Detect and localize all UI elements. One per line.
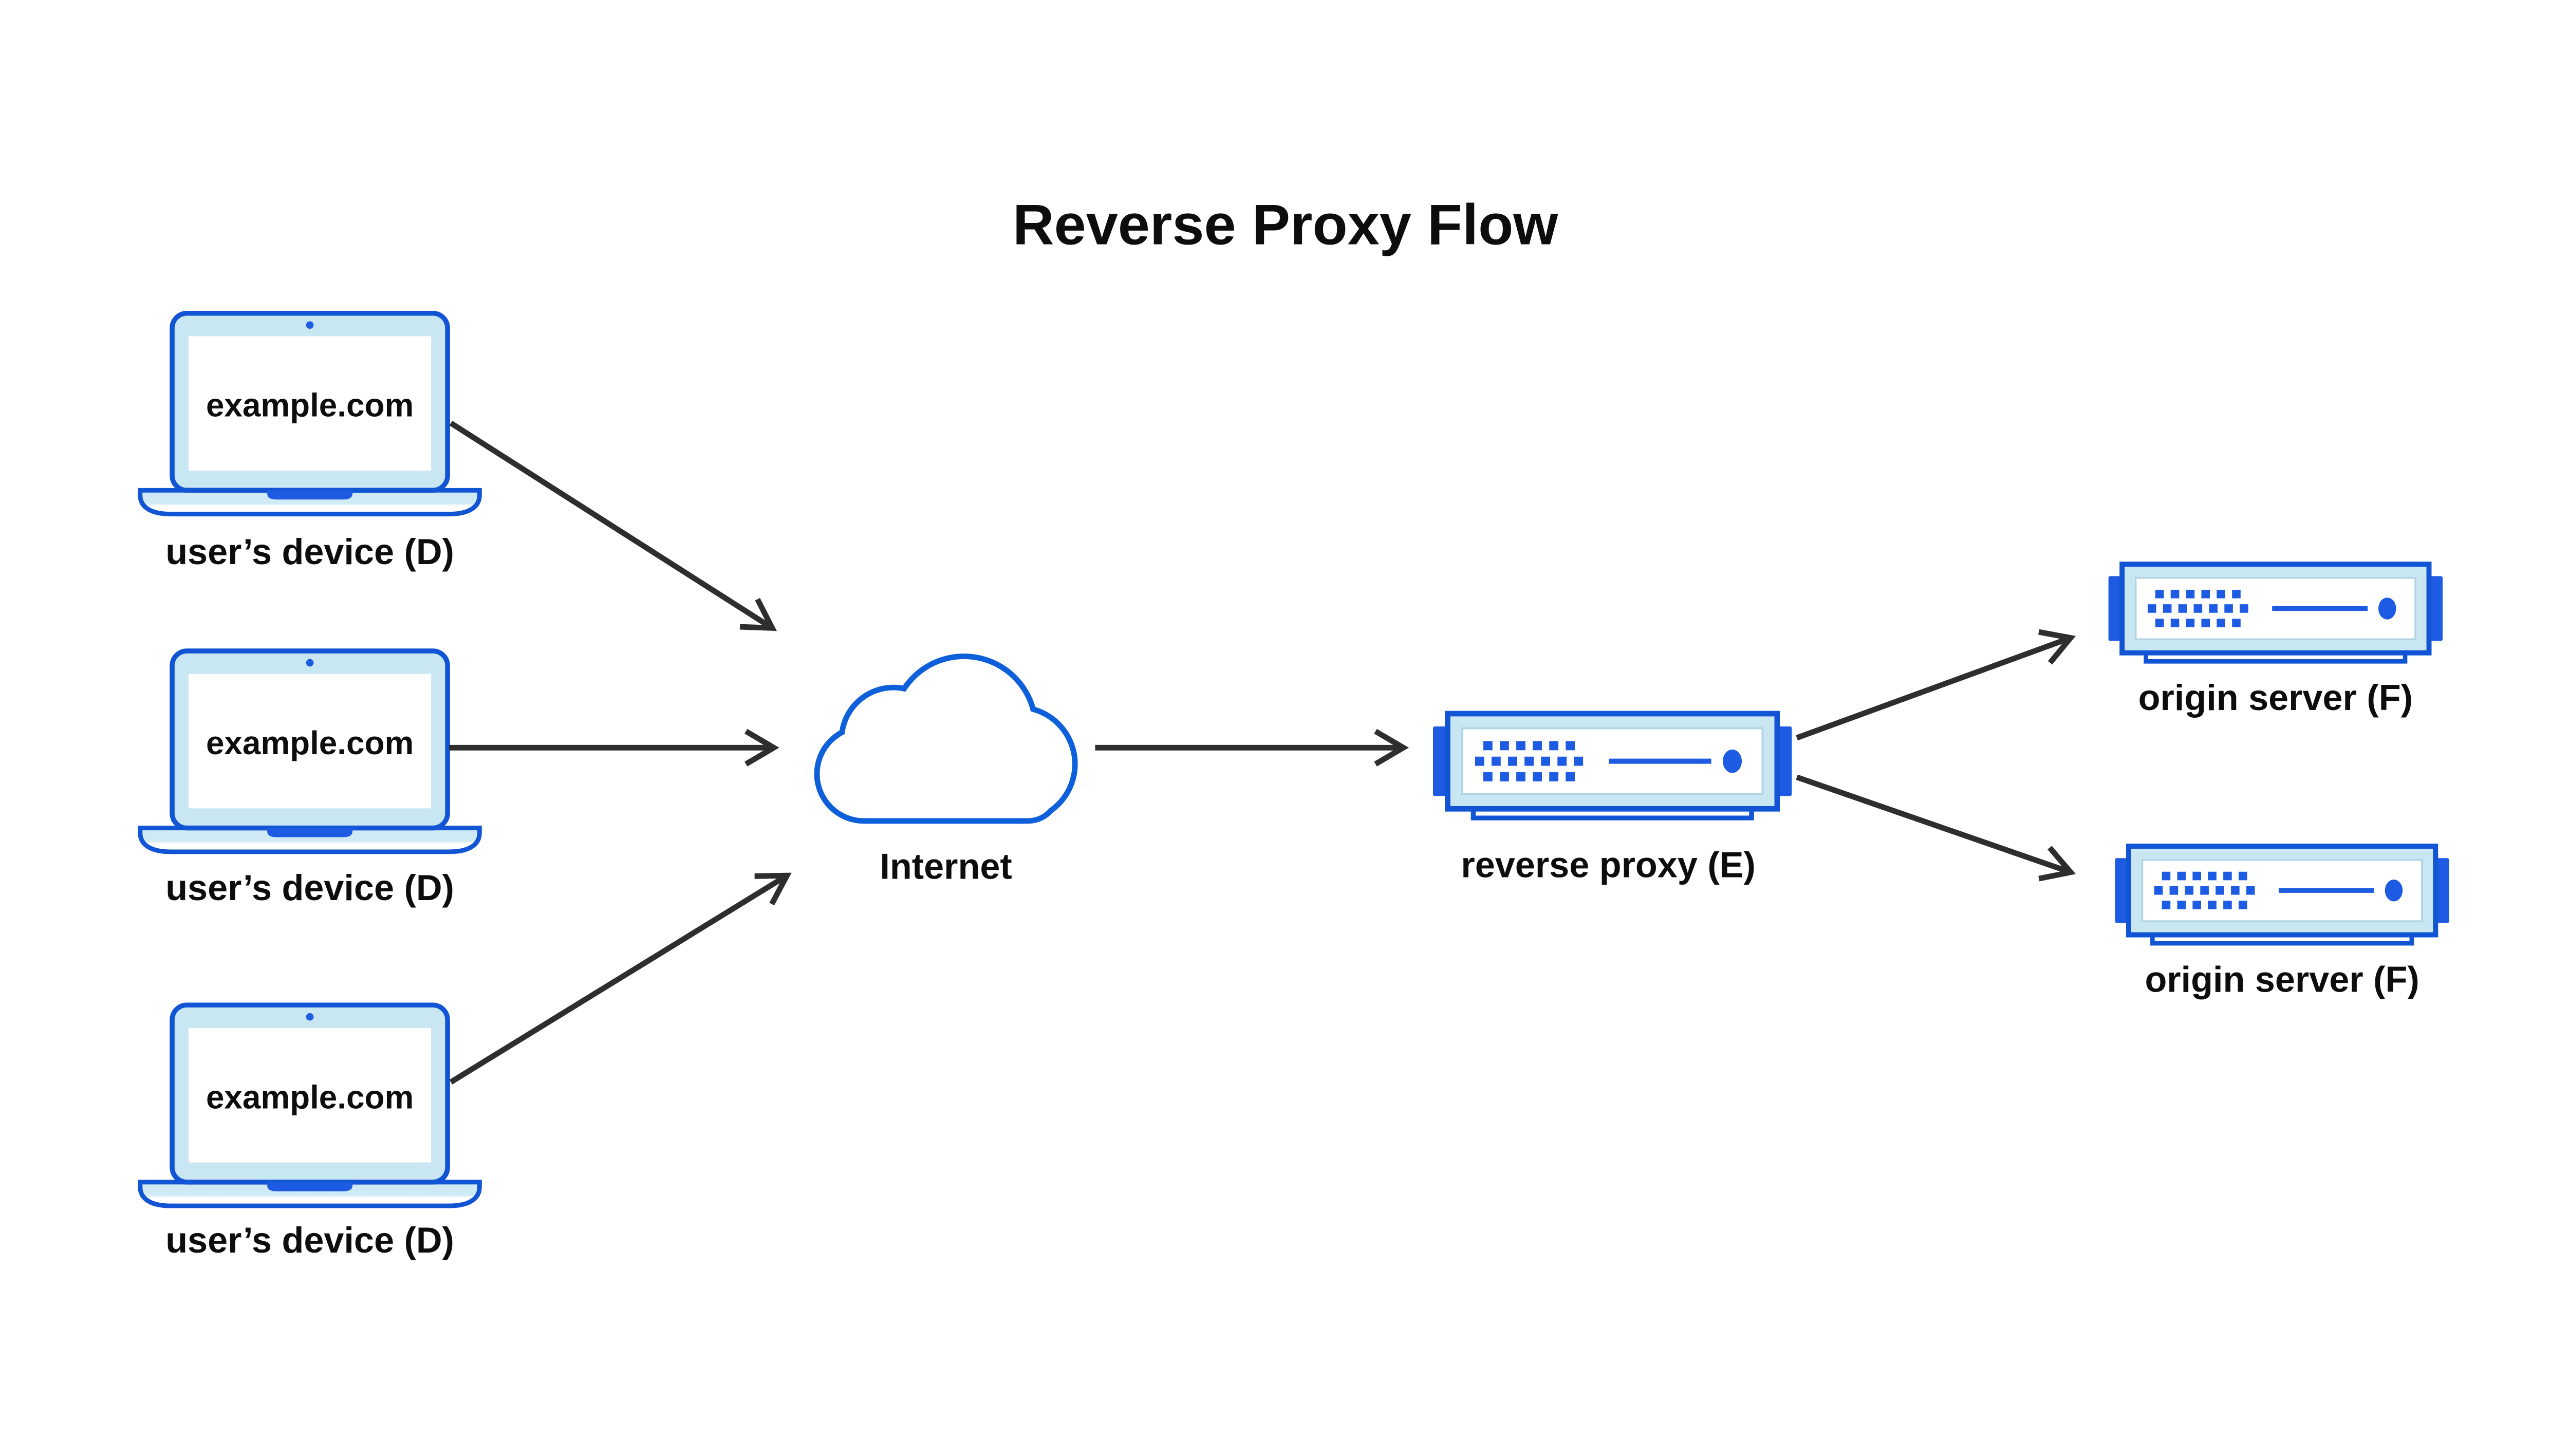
device-label: user’s device (D)	[165, 531, 454, 572]
origin-server-label: origin server (F)	[2145, 959, 2419, 1000]
arrow-proxy-to-origin1	[1796, 629, 2076, 741]
node-origin-server-2: origin server (F)	[2115, 846, 2449, 1000]
arrow-device1-to-internet	[449, 420, 777, 631]
node-reverse-proxy: reverse proxy (E)	[1433, 714, 1792, 885]
server-icon	[1433, 714, 1792, 818]
device-screen-label: example.com	[206, 1078, 414, 1115]
node-user-device-3: example.com user’s device (D)	[140, 1005, 479, 1260]
origin-server-label: origin server (F)	[2138, 677, 2413, 718]
server-icon	[2109, 564, 2443, 661]
edges	[449, 420, 2076, 1085]
cloud-icon	[814, 654, 1078, 824]
node-origin-server-1: origin server (F)	[2109, 564, 2443, 718]
device-label: user’s device (D)	[165, 1220, 454, 1260]
internet-label: Internet	[880, 846, 1012, 887]
server-icon	[2115, 846, 2449, 943]
node-internet: Internet	[814, 654, 1078, 887]
node-user-device-1: example.com user’s device (D)	[140, 313, 479, 572]
diagram-title: Reverse Proxy Flow	[1013, 193, 1558, 257]
device-label: user’s device (D)	[165, 867, 454, 908]
reverse-proxy-label: reverse proxy (E)	[1461, 844, 1756, 885]
arrow-proxy-to-origin2	[1796, 774, 2076, 882]
device-screen-label: example.com	[206, 724, 414, 761]
arrow-device3-to-internet	[449, 872, 792, 1085]
node-user-device-2: example.com user’s device (D)	[140, 651, 479, 908]
device-screen-label: example.com	[206, 387, 414, 424]
